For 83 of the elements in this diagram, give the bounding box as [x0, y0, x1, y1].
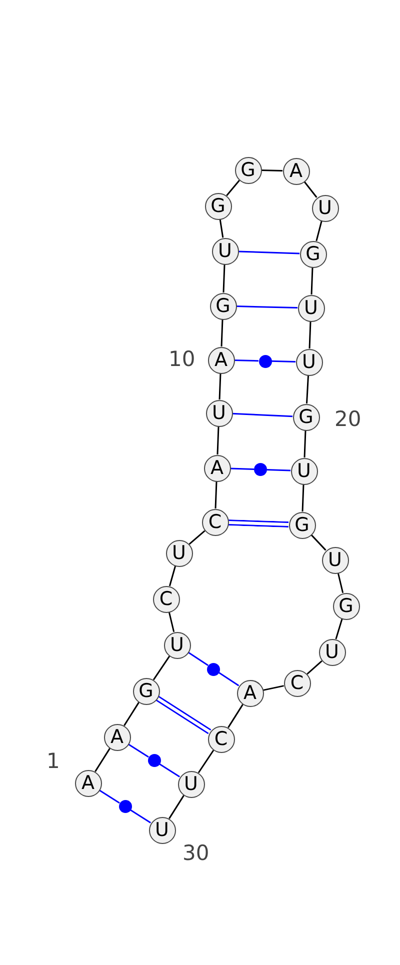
backbone-line	[218, 373, 222, 400]
nucleotide-circle: U	[178, 770, 204, 798]
base-pair-dot	[258, 354, 272, 368]
nucleotide-circle: A	[282, 158, 310, 184]
backbone-line	[222, 264, 226, 293]
backbone-line	[168, 566, 176, 586]
position-number: 10	[168, 347, 196, 371]
base-pair-dot	[254, 463, 267, 476]
backbone-line	[337, 572, 344, 594]
backbone-line	[124, 702, 140, 726]
nucleotide-circle: C	[208, 726, 234, 752]
base-pair-line	[234, 360, 259, 362]
nucleotide-circle: U	[290, 458, 318, 484]
nucleotide-circle: A	[208, 346, 234, 374]
base-pair-line	[236, 306, 298, 308]
backbone-line	[226, 180, 240, 196]
backbone-line	[188, 530, 206, 545]
backbone-line	[263, 685, 284, 691]
nucleotide-circle: G	[288, 512, 316, 538]
nucleotide-circle: U	[298, 294, 324, 322]
base-pair-dot	[207, 662, 220, 676]
nucleotide-circle: U	[296, 348, 322, 376]
backbone-line	[316, 220, 322, 242]
nucleotide-circle: U	[318, 638, 346, 666]
position-number: 30	[182, 841, 210, 865]
backbone-line	[302, 484, 304, 512]
nucleotide-circle: G	[300, 240, 326, 268]
base-pair-line	[156, 696, 212, 734]
backbone-line	[214, 481, 218, 509]
backbone-line	[304, 181, 318, 198]
base-pair-dot	[118, 800, 132, 813]
nucleotide-circle: A	[74, 770, 102, 796]
nucleotide-circle: U	[166, 540, 192, 566]
nucleotide-circle: U	[164, 632, 190, 658]
backbone-line	[152, 656, 170, 680]
backbone-line	[310, 534, 326, 551]
backbone-line	[308, 321, 312, 349]
nucleotide-circle: U	[206, 400, 232, 426]
position-number: 20	[334, 407, 362, 431]
backbone-line	[94, 748, 110, 772]
nucleotide-circle: G	[332, 592, 360, 620]
backbone-line	[306, 660, 322, 675]
nucleotide-circle: C	[284, 670, 310, 696]
base-pair-line	[238, 250, 300, 254]
nucleotide-circle: U	[212, 238, 238, 264]
backbone-line	[310, 267, 314, 295]
backbone-line	[335, 618, 343, 640]
nucleotide-circle: G	[132, 678, 160, 704]
backbone-line	[168, 795, 184, 819]
base-pair-line	[232, 412, 293, 418]
nucleotide-circle: G	[292, 404, 320, 430]
nucleotide-circle: C	[152, 586, 180, 612]
nucleotide-circle: U	[322, 546, 348, 574]
nucleotide-circle: G	[234, 156, 262, 184]
nucleotide-circle: A	[204, 454, 230, 482]
base-pair-line	[130, 809, 151, 824]
backbone-line	[261, 170, 283, 172]
backbone-line	[306, 375, 309, 404]
backbone-line	[304, 430, 306, 458]
base-pair-line	[230, 468, 254, 470]
base-pair-dot	[148, 754, 160, 767]
backbone-line	[216, 426, 220, 455]
base-pair-line	[188, 652, 208, 666]
nucleotide-circle: C	[202, 508, 228, 536]
base-pair-line	[218, 672, 240, 686]
nucleotide-circle: G	[210, 292, 236, 320]
position-number: 1	[46, 749, 60, 773]
backbone-line	[220, 319, 224, 347]
backbone-line	[228, 704, 244, 728]
backbone-line	[168, 612, 175, 632]
base-pair-line	[159, 763, 180, 778]
base-pair-line	[99, 790, 120, 804]
base-pair-line	[128, 744, 149, 758]
base-pair-line	[271, 360, 296, 362]
backbone-line	[219, 219, 224, 238]
nucleotide-circle: A	[104, 724, 130, 750]
base-pair-line	[228, 519, 289, 528]
nucleotide-circle: G	[204, 192, 232, 220]
backbone-line	[198, 750, 214, 774]
nucleotide-circle: U	[148, 816, 176, 844]
base-pair-line	[266, 468, 291, 472]
nucleotide-circle: A	[236, 680, 264, 706]
nucleotide-circle: U	[312, 194, 338, 222]
